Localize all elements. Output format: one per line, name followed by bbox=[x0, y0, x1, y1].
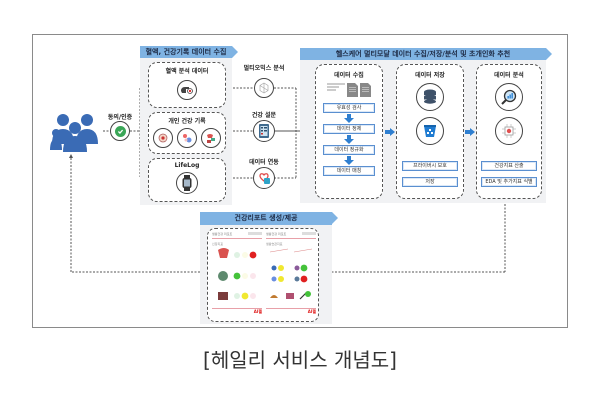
step-store: 저장 bbox=[402, 177, 458, 187]
report-indicators bbox=[218, 248, 257, 300]
pills-icon bbox=[177, 128, 197, 148]
step-normalization: 데이터 정규화 bbox=[323, 145, 375, 155]
report-lifestyle-indicators bbox=[269, 248, 313, 300]
check-circle-icon bbox=[114, 125, 126, 137]
arrow-right-icon bbox=[465, 128, 475, 136]
step-privacy: 프라이버시 보호 bbox=[402, 161, 458, 171]
organ-chart-icon bbox=[201, 128, 221, 148]
report-section: 신장지표 bbox=[212, 242, 224, 246]
data-link-icon bbox=[253, 167, 275, 189]
survey-tablet-icon bbox=[253, 120, 275, 142]
health-survey-label: 건강 설문 bbox=[251, 112, 277, 119]
status-dot bbox=[300, 264, 308, 272]
analysis-column-title: 데이터 분석 bbox=[494, 72, 524, 79]
step-health-index: 건강지표 산출 bbox=[481, 161, 537, 171]
step-matching: 데이터 매칭 bbox=[323, 166, 375, 176]
status-dot bbox=[250, 293, 256, 299]
report-page: 생활건강 리포트 생활습관지표 AI헬 bbox=[266, 232, 316, 318]
pipeline-panel-title: 헬스케어 멀티모달 데이터 수집/저장/분석 및 초개인화 추천 bbox=[300, 48, 552, 60]
lifestyle-icon bbox=[294, 276, 300, 282]
smartwatch-icon bbox=[176, 172, 198, 194]
lifestyle-icon bbox=[271, 276, 277, 282]
lifelog-box: LifeLog bbox=[148, 158, 226, 202]
trend-line bbox=[269, 248, 289, 253]
organ-icon bbox=[218, 248, 229, 258]
status-dot bbox=[278, 276, 284, 282]
lifestyle-icon bbox=[294, 265, 300, 271]
storage-column-title: 데이터 저장 bbox=[415, 72, 445, 79]
report-brand: AI헬 bbox=[253, 309, 262, 314]
organ-icon bbox=[218, 292, 228, 300]
consent-node bbox=[110, 121, 130, 141]
data-link-label: 데이터 연동 bbox=[249, 159, 279, 166]
organ-icon bbox=[218, 271, 228, 281]
multiomics-label: 멀티오믹스 분석 bbox=[243, 65, 285, 72]
storage-column: 데이터 저장 프라이버시 보호 저장 bbox=[396, 64, 464, 199]
step-cleansing: 데이터 정제 bbox=[323, 124, 375, 134]
lifestyle-icon bbox=[271, 265, 277, 271]
table-doc-icon bbox=[316, 83, 382, 97]
personal-health-record-box: 개인 건강 기록 bbox=[148, 112, 226, 154]
exercise-icon bbox=[286, 293, 294, 299]
bucket-storage-icon bbox=[416, 117, 444, 145]
arrow-down-icon bbox=[323, 156, 375, 165]
report-preview: 생활건강 리포트 신장지표 AI헬 생활건강 리포트 생활습관지표 bbox=[207, 228, 319, 322]
lifelog-label: LifeLog bbox=[174, 162, 200, 169]
status-dot bbox=[242, 252, 248, 258]
report-page-header: 생활건강 리포트 bbox=[266, 232, 287, 236]
report-panel-title: 건강리포트 생성/제공 bbox=[200, 212, 338, 225]
molecule-icon bbox=[254, 78, 274, 98]
report-page: 생활건강 리포트 신장지표 AI헬 bbox=[212, 232, 262, 318]
collection-panel-title: 혈액, 건강기록 데이터 수집 bbox=[140, 46, 238, 58]
medical-record-icon bbox=[153, 128, 173, 148]
status-dot bbox=[241, 292, 249, 300]
blood-analysis-box: 혈액 분석 데이터 bbox=[148, 62, 226, 108]
status-dot bbox=[233, 272, 241, 280]
status-dot bbox=[242, 273, 248, 279]
status-dot bbox=[234, 252, 240, 258]
status-dot bbox=[234, 293, 240, 299]
database-icon bbox=[416, 83, 444, 111]
step-validation: 유효성 검사 bbox=[323, 103, 375, 113]
tool-icon bbox=[305, 291, 311, 297]
collection-column-title: 데이터 수집 bbox=[334, 72, 364, 79]
figure-caption: [헤일리 서비스 개념도] bbox=[203, 348, 397, 372]
personal-health-record-label: 개인 건강 기록 bbox=[168, 118, 206, 125]
report-section: 생활습관지표 bbox=[266, 242, 283, 246]
report-page-header: 생활건강 리포트 bbox=[212, 232, 233, 236]
ai-chip-icon bbox=[495, 117, 523, 145]
arrow-right-icon bbox=[385, 128, 395, 136]
status-dot bbox=[300, 275, 308, 283]
status-dot bbox=[250, 273, 256, 279]
users-group-icon bbox=[50, 112, 104, 152]
blood-sample-hand-icon bbox=[177, 80, 197, 100]
food-icon bbox=[270, 295, 278, 298]
analysis-column: 데이터 분석 건강지표 산출 EDA 및 추가지표 식별 bbox=[476, 64, 542, 199]
blood-analysis-label: 혈액 분석 데이터 bbox=[165, 68, 209, 75]
collection-column: 데이터 수집 유효성 검사 데이터 정제 데이터 정규화 데이터 매칭 bbox=[315, 64, 383, 199]
arrow-down-icon bbox=[323, 114, 375, 123]
analytics-search-icon bbox=[495, 83, 523, 111]
step-eda: EDA 및 추가지표 식별 bbox=[481, 177, 537, 187]
status-dot bbox=[278, 265, 284, 271]
report-brand: AI헬 bbox=[307, 309, 316, 314]
status-dot bbox=[249, 251, 257, 259]
arrow-down-icon bbox=[323, 135, 375, 144]
consent-label: 동의/인증 bbox=[107, 114, 133, 121]
trend-line bbox=[293, 248, 313, 253]
